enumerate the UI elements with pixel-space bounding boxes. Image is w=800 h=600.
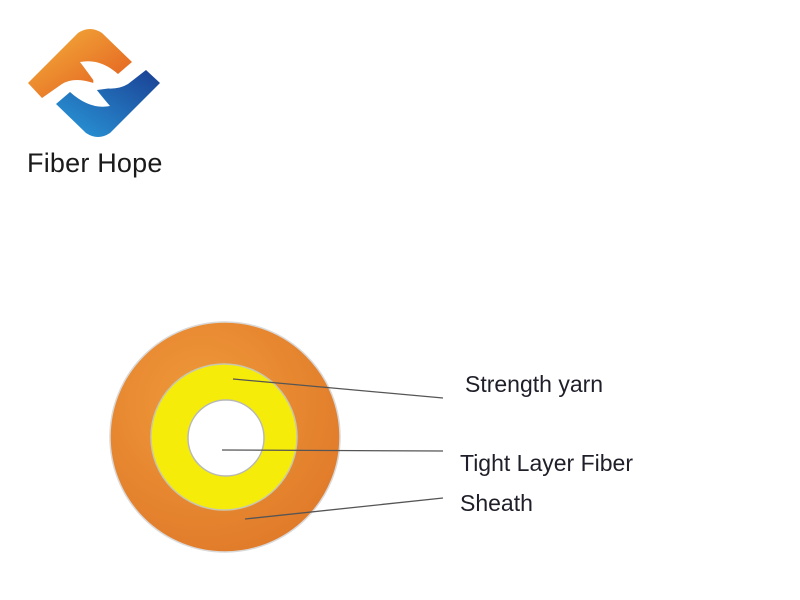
tight-layer-fiber-core: [187, 399, 265, 477]
tight-layer-fiber-label: Tight Layer Fiber: [460, 450, 633, 476]
sheath-leader-line: [244, 497, 444, 520]
strength-yarn-label: Strength yarn: [465, 371, 604, 397]
sheath-label: Sheath: [460, 490, 533, 516]
strength-yarn-leader-line: [232, 378, 444, 399]
tight-layer-fiber-leader-line: [221, 449, 444, 452]
fiber-hope-logo-icon: [28, 29, 160, 137]
leader-lines: [221, 378, 444, 520]
brand-name: Fiber Hope: [27, 148, 163, 178]
fiber-cross-section: [109, 321, 341, 553]
